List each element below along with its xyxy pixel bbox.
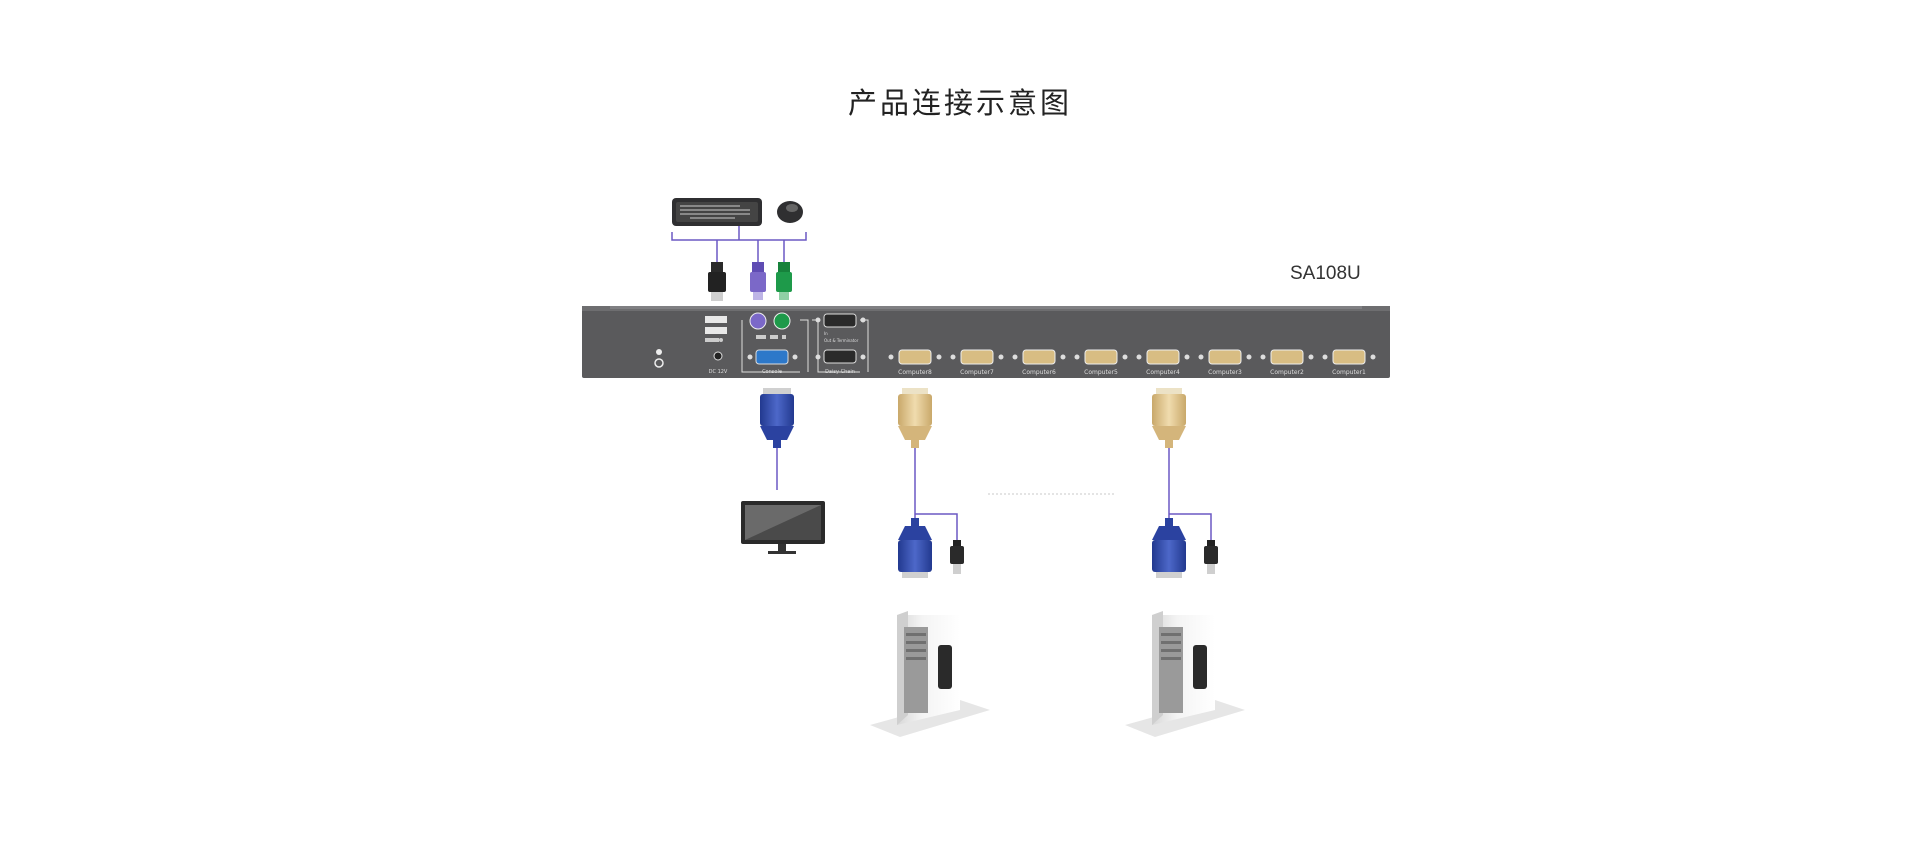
computer-port: Computer4 [1136, 349, 1190, 376]
page-title: 产品连接示意图 [847, 86, 1072, 120]
computer-port-label: Computer4 [1146, 369, 1180, 376]
computer-port-label: Computer1 [1332, 369, 1366, 376]
kvm-cable-lines [671, 226, 807, 262]
daisy-in-label: In [824, 331, 828, 336]
computer-port-label: Computer8 [898, 369, 932, 376]
kvm-rear-panel: DC 12V Console In Out & Terminator Daisy… [582, 306, 1390, 378]
computer-port-label: Computer2 [1270, 369, 1304, 376]
computer-port: Computer5 [1074, 349, 1128, 376]
computer-tower-icon [870, 611, 990, 737]
computer-port: Computer1 [1322, 349, 1376, 376]
mouse-icon [777, 201, 803, 223]
computer-port: Computer6 [1012, 349, 1066, 376]
computer-port: Computer8 [888, 349, 942, 376]
computer-port-label: Computer5 [1084, 369, 1118, 376]
computer-branch-4 [1152, 388, 1218, 578]
console-label: Console [762, 369, 782, 375]
computer-branch-8 [898, 388, 964, 578]
power-label: DC 12V [709, 369, 728, 375]
keyboard-icon [672, 198, 762, 226]
usb-plug-icon [708, 262, 726, 301]
ps2-mouse-plug-icon [776, 262, 792, 300]
computer-tower-icon [1125, 611, 1245, 737]
computer-port: Computer3 [1198, 349, 1252, 376]
computer-port: Computer7 [950, 349, 1004, 376]
daisy-chain-label: Daisy-Chain [825, 369, 855, 375]
computer-port: Computer2 [1260, 349, 1314, 376]
monitor-icon [741, 501, 825, 554]
daisy-out-label: Out & Terminator [824, 338, 859, 343]
computer-port-label: Computer7 [960, 369, 994, 376]
model-label: SA108U [1290, 263, 1361, 284]
ps2-keyboard-plug-icon [750, 262, 766, 300]
console-vga-cable [760, 388, 794, 490]
computer-port-label: Computer6 [1022, 369, 1056, 376]
computer-port-label: Computer3 [1208, 369, 1242, 376]
